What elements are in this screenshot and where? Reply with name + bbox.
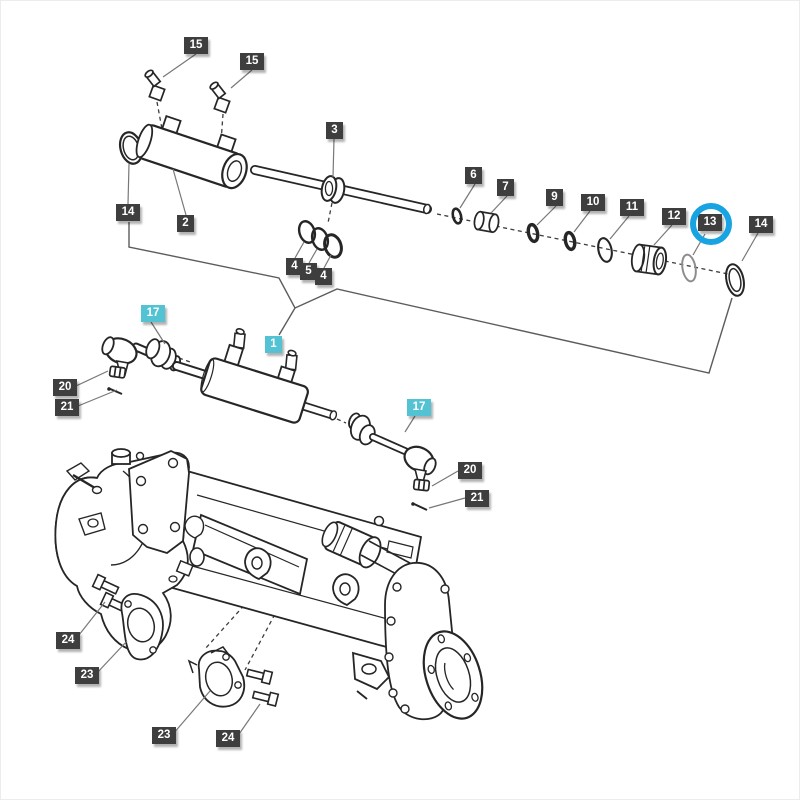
part-label-21[interactable]: 21	[465, 490, 489, 507]
gasket-23-left	[120, 593, 164, 661]
part-label-14[interactable]: 14	[116, 204, 140, 221]
part-label-21[interactable]: 21	[55, 399, 79, 416]
grease-fitting-15-a	[144, 69, 166, 102]
seal-rings-4-5-4	[297, 220, 343, 259]
leader-lines	[74, 53, 759, 738]
steering-cylinder-assembly-1	[171, 328, 338, 424]
highlight-circle	[690, 203, 732, 245]
part-label-17[interactable]: 17	[407, 399, 431, 416]
bolts-24-bottom	[245, 668, 280, 707]
gasket-23-bottom	[187, 646, 246, 708]
bushing-7	[473, 210, 500, 234]
part-label-12[interactable]: 12	[662, 208, 686, 225]
part-label-24[interactable]: 24	[216, 730, 240, 747]
part-label-7[interactable]: 7	[497, 179, 514, 196]
oring-6	[451, 207, 463, 225]
oring-14-right	[725, 263, 745, 297]
assembly-bracket	[128, 222, 733, 374]
part-label-5[interactable]: 5	[300, 263, 317, 280]
part-label-17[interactable]: 17	[141, 305, 165, 322]
part-label-2[interactable]: 2	[177, 215, 194, 232]
seal-10	[563, 230, 577, 252]
part-label-14[interactable]: 14	[749, 216, 773, 233]
part-label-10[interactable]: 10	[581, 194, 605, 211]
axle-housing	[54, 448, 484, 721]
part-label-4[interactable]: 4	[315, 268, 332, 285]
part-label-15[interactable]: 15	[184, 37, 208, 54]
part-label-11[interactable]: 11	[620, 199, 644, 216]
part-label-4[interactable]: 4	[286, 258, 303, 275]
part-label-9[interactable]: 9	[546, 189, 563, 206]
gland-12	[630, 243, 668, 276]
oring-11	[597, 237, 613, 263]
tie-rod-end-17-right	[369, 433, 437, 511]
part-label-1[interactable]: 1	[265, 336, 282, 353]
grease-fitting-15-b	[209, 81, 231, 114]
seal-9	[526, 222, 540, 244]
piston-rod-3	[250, 165, 432, 215]
part-label-15[interactable]: 15	[240, 53, 264, 70]
part-label-20[interactable]: 20	[458, 462, 482, 479]
fitting	[232, 328, 298, 371]
part-label-20[interactable]: 20	[53, 379, 77, 396]
backup-ring-13	[681, 253, 697, 283]
part-label-23[interactable]: 23	[152, 727, 176, 744]
part-label-24[interactable]: 24	[56, 632, 80, 649]
cylinder-barrel-2	[135, 114, 248, 190]
part-label-3[interactable]: 3	[326, 122, 343, 139]
part-label-23[interactable]: 23	[75, 667, 99, 684]
part-label-6[interactable]: 6	[465, 167, 482, 184]
